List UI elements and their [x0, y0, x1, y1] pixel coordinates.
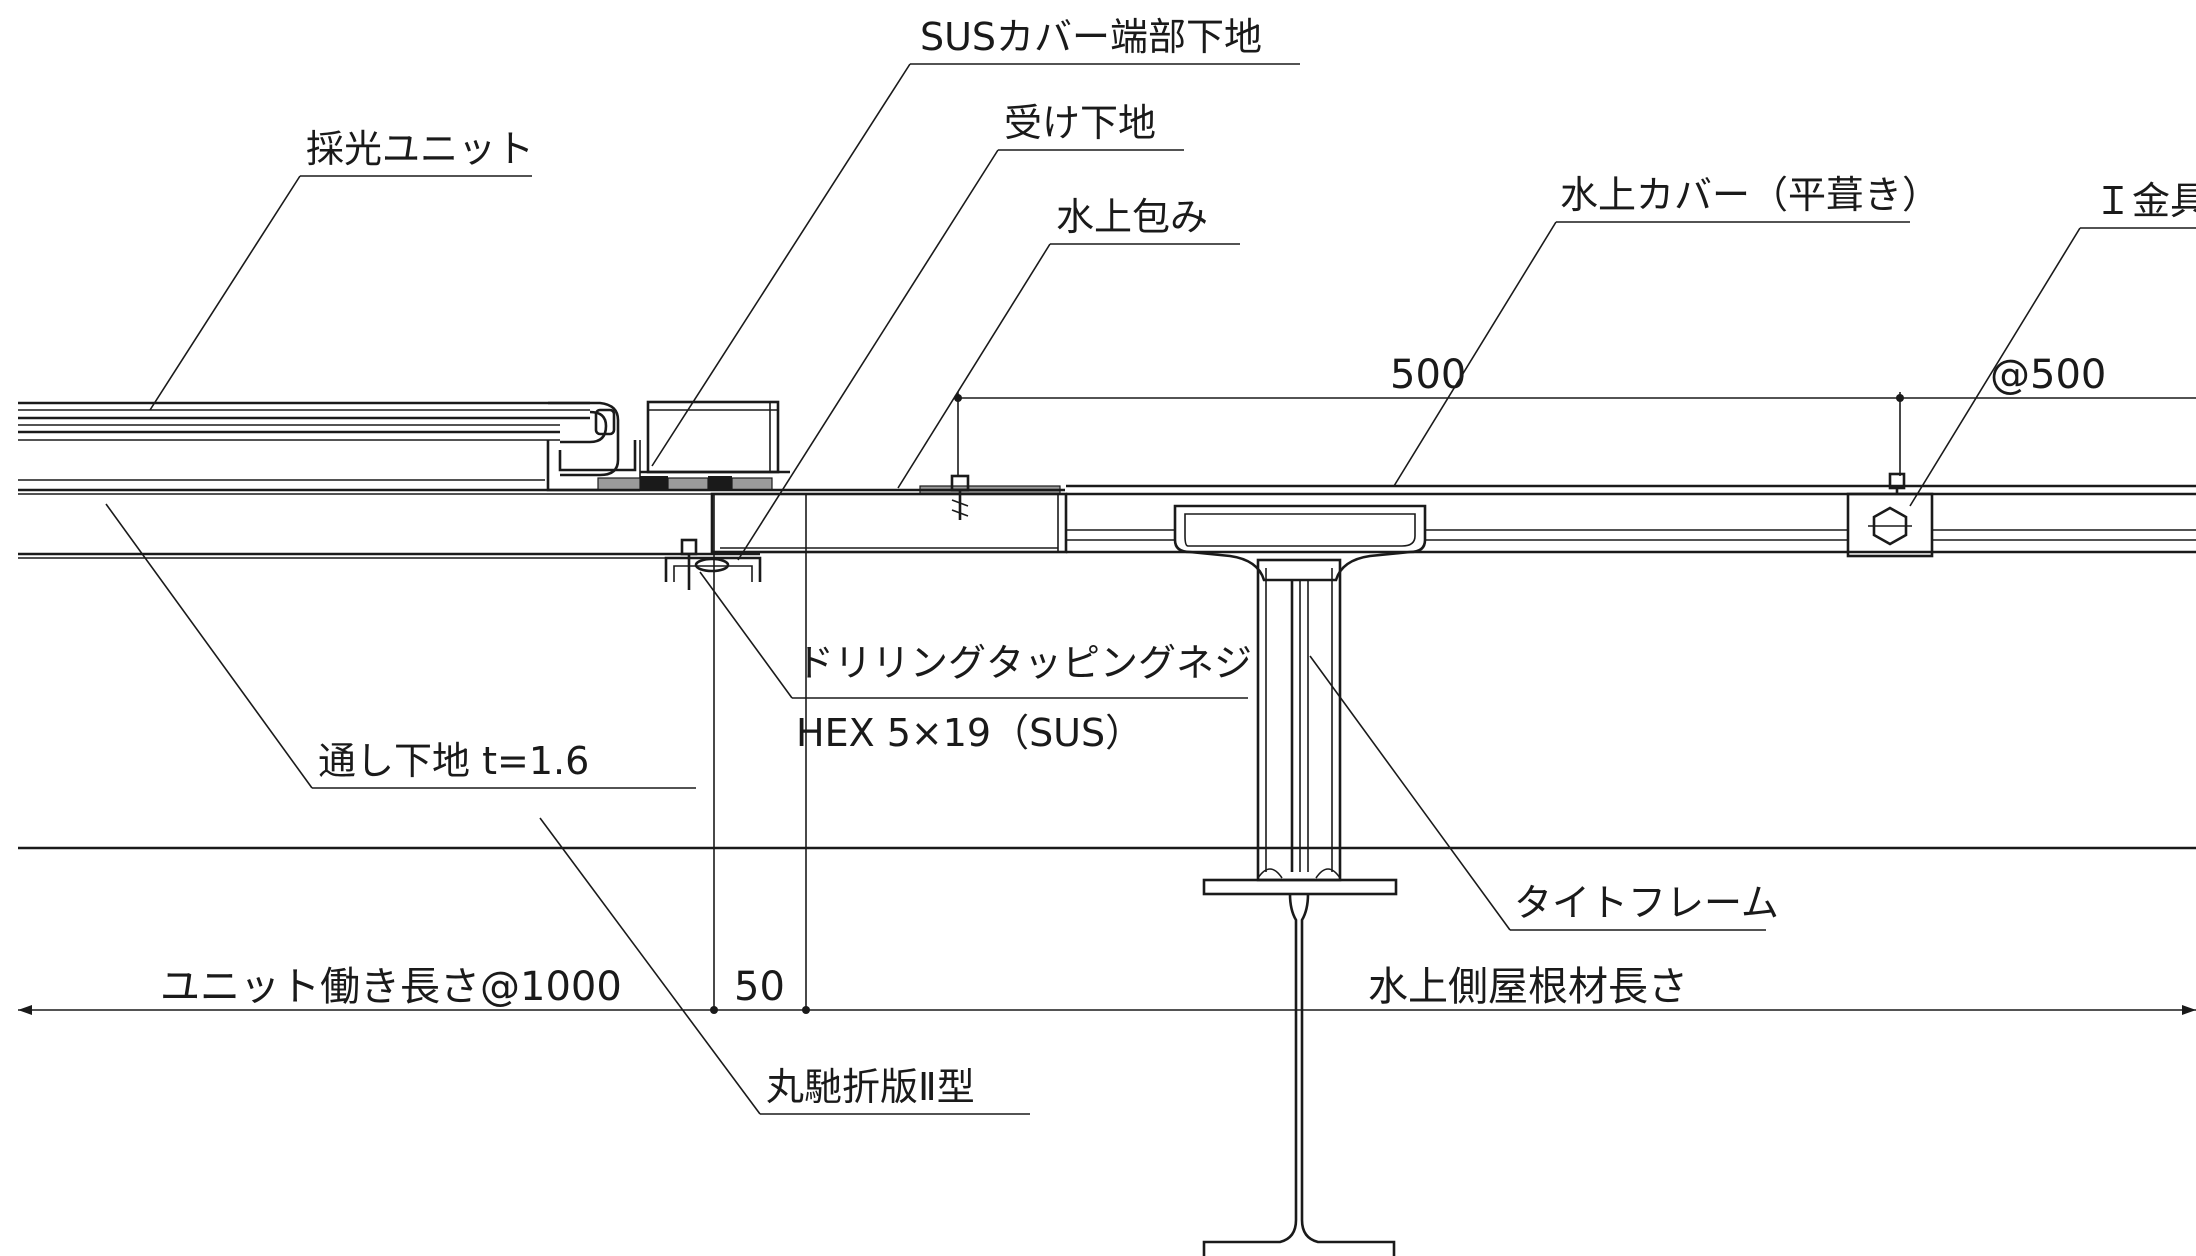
leader-lines — [105, 63, 2196, 1115]
dim-50: 50 — [734, 964, 785, 1010]
label-ridge-wrap: 水上包み — [1056, 195, 1208, 239]
label-receiving-base: 受け下地 — [1004, 101, 1156, 145]
ridge-wrap-screw — [950, 474, 970, 520]
dim-pitch-500: @500 — [1990, 352, 2106, 398]
label-i-fitting: Ｉ金具 — [2094, 179, 2196, 223]
tight-frame-and-beam — [1202, 558, 1398, 1256]
label-drilling-screw-spec: HEX 5×19（SUS） — [796, 711, 1143, 755]
label-ridge-cover: 水上カバー（平葺き） — [1560, 173, 1940, 217]
label-sus-cover-end-base: SUSカバー端部下地 — [920, 15, 1262, 59]
receiving-base-clip — [664, 538, 762, 590]
label-tight-frame: タイトフレーム — [1514, 881, 1779, 925]
sus-cover-end-base-bracket — [640, 400, 790, 474]
ridge-cover-flat — [1066, 484, 2196, 554]
skylight-unit — [18, 401, 641, 492]
label-drilling-screw: ドリリングタッピングネジ — [796, 641, 1252, 685]
ridge-wrap-box — [710, 492, 1068, 554]
dim-500: 500 — [1390, 352, 1466, 398]
i-fitting-bracket — [1846, 472, 1934, 558]
label-skylight-unit: 採光ユニット — [306, 127, 534, 171]
label-folded-plate: 丸馳折版Ⅱ型 — [766, 1065, 975, 1109]
dim-unit-length: ユニット働き長さ@1000 — [160, 964, 622, 1010]
label-through-base: 通し下地 t=1.6 — [318, 739, 589, 783]
dim-ridge-roof-length: 水上側屋根材長さ — [1368, 964, 1688, 1010]
tight-frame-cap — [1173, 504, 1427, 582]
dimension-lines — [18, 392, 2196, 1015]
